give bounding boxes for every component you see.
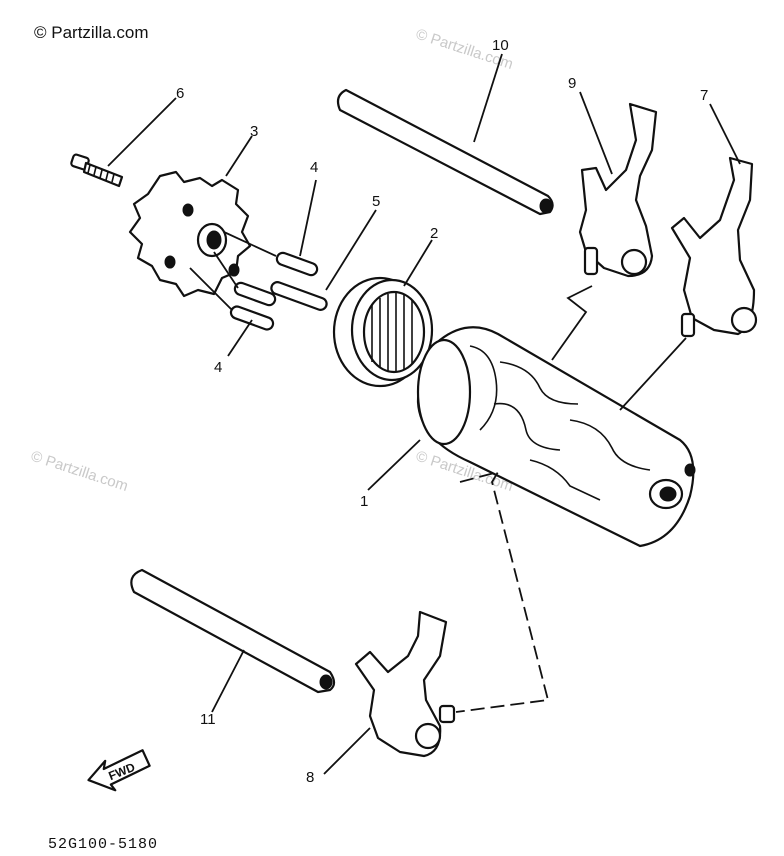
callout-10: 10	[492, 37, 509, 54]
watermark-faint-left: © Partzilla.com	[29, 448, 130, 495]
watermark-main: © Partzilla.com	[34, 23, 149, 42]
callout-5: 5	[372, 193, 380, 210]
callout-11: 11	[200, 711, 216, 728]
shift-fork-7-part	[670, 156, 758, 338]
callout-1: 1	[360, 493, 368, 510]
callout-6: 6	[176, 85, 184, 102]
shift-fork-8-part	[354, 610, 456, 758]
diagram-code: 52G100-5180	[48, 836, 158, 853]
guide-bar-lower-part	[130, 568, 336, 694]
callout-9: 9	[568, 75, 576, 92]
screw-part	[70, 153, 124, 188]
assembly-leaders	[455, 285, 687, 713]
fwd-arrow-icon: FWD	[87, 749, 151, 792]
callout-4-upper: 4	[310, 159, 318, 176]
pins-part	[189, 231, 328, 331]
shift-fork-9-part	[578, 102, 658, 278]
segment-part	[128, 170, 252, 298]
callout-7: 7	[700, 87, 708, 104]
guide-bar-upper-part	[336, 88, 554, 216]
callout-4-lower: 4	[214, 359, 222, 376]
bearing-part	[332, 276, 434, 388]
shift-cam-part	[416, 326, 696, 548]
callout-8: 8	[306, 769, 314, 786]
callout-2: 2	[430, 225, 438, 242]
callout-3: 3	[250, 123, 258, 140]
callout-leaders	[107, 53, 741, 775]
